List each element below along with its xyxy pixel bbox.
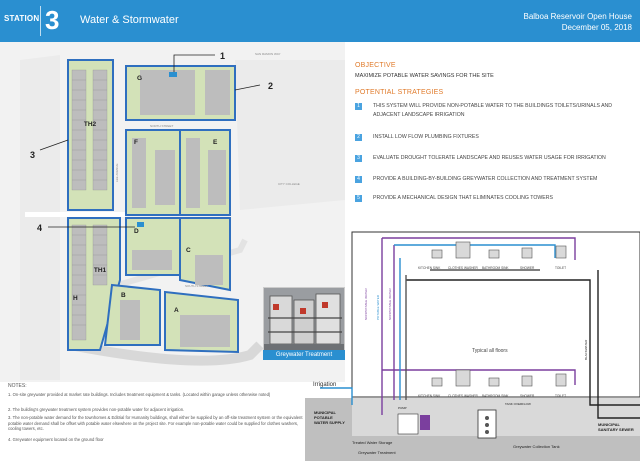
event-name: Balboa Reservoir Open House	[523, 12, 632, 21]
strategies-heading: POTENTIAL STRATEGIES	[355, 89, 444, 96]
fixture-bathroom-sink: BATHROOM SINK	[482, 266, 509, 270]
fixture-clothes-washer: CLOTHES WASHER	[448, 394, 478, 398]
svg-text:TH2: TH2	[84, 121, 97, 128]
nonpotable-pipe-label: NONPOTABLE WATER	[364, 288, 368, 320]
strategy-text: PROVIDE A MECHANICAL DESIGN THAT ELIMINA…	[373, 195, 553, 201]
greywater-treatment-photo	[263, 287, 345, 351]
photo-caption: Greywater Treatment	[263, 350, 345, 360]
note-item: 2. The building's greywater treatment sy…	[8, 407, 185, 412]
treated-storage-tank	[397, 413, 419, 435]
strategy-item: 3 EVALUATE DROUGHT TOLERATE LANDSCAPE AN…	[355, 155, 630, 163]
page-header: STATION 3 Water & Stormwater Balboa Rese…	[0, 0, 640, 42]
strategy-number: 1	[355, 103, 362, 110]
strategy-text: INSTALL LOW FLOW PLUMBING FIXTURES	[373, 134, 479, 140]
svg-text:F: F	[134, 139, 138, 146]
svg-text:H: H	[73, 295, 78, 302]
svg-text:G: G	[137, 75, 142, 82]
greywater-treatment-label: Greywater Treatment	[358, 450, 396, 455]
station-label: STATION	[4, 14, 40, 23]
station-number: 3	[45, 5, 60, 35]
municipal-potable-label: MUNICIPAL POTABLE WATER SUPPLY	[314, 410, 345, 425]
fixture-shower: SHOWER	[520, 266, 535, 270]
strategy-item: 2 INSTALL LOW FLOW PLUMBING FIXTURES	[355, 134, 630, 142]
svg-text:A: A	[174, 307, 179, 314]
typical-floors-label: Typical all floors	[472, 348, 508, 354]
strategy-number: 3	[355, 155, 362, 162]
fixture-toilet: TOILET	[555, 394, 567, 398]
nonpotable-pipe-label: NONPOTABLE WATER	[388, 288, 392, 320]
note-item: 1. On-site greywater provided at market …	[8, 392, 271, 397]
note-item: 3. The non-potable water demand for the …	[8, 415, 303, 431]
treated-storage-label: Treated Water Storage	[352, 440, 393, 445]
notes-title: NOTES:	[8, 383, 27, 389]
fixture-bathroom-sink: BATHROOM SINK	[482, 394, 509, 398]
fixture-toilet: TOILET	[555, 266, 567, 270]
plumbing-schematic	[305, 231, 640, 461]
strategy-number: 5	[355, 195, 362, 202]
pump-label: PUMP	[398, 406, 407, 410]
svg-text:1: 1	[220, 51, 225, 61]
irrigation-label: Irrigation	[313, 382, 337, 388]
svg-text:TH1: TH1	[94, 267, 107, 274]
svg-text:CITY COLLEGE: CITY COLLEGE	[278, 182, 300, 186]
strategy-number: 4	[355, 176, 362, 183]
strategy-text: EVALUATE DROUGHT TOLERATE LANDSCAPE AND …	[373, 155, 606, 161]
svg-text:4: 4	[37, 223, 42, 233]
svg-text:E: E	[213, 139, 218, 146]
svg-text:D: D	[134, 228, 139, 235]
pump	[420, 415, 430, 430]
fixture-shower: SHOWER	[520, 394, 535, 398]
svg-text:LEE AVENUE: LEE AVENUE	[115, 164, 119, 182]
event-date: December 05, 2018	[561, 23, 632, 32]
collection-tank-label: Greywater Collection Tank	[513, 444, 560, 449]
svg-text:SAN RAMON WAY: SAN RAMON WAY	[255, 52, 281, 56]
svg-text:C: C	[186, 247, 191, 254]
svg-text:3: 3	[30, 150, 35, 160]
svg-text:NORTH STREET: NORTH STREET	[150, 124, 173, 128]
strategy-item: 4 PROVIDE A BUILDING-BY-BUILDING GREYWAT…	[355, 176, 630, 184]
svg-text:B: B	[121, 292, 126, 299]
strategy-number: 2	[355, 134, 362, 141]
strategy-text: THIS SYSTEM WILL PROVIDE NON-POTABLE WAT…	[373, 103, 613, 118]
note-item: 4. Greywater equipment located on the gr…	[8, 437, 104, 442]
svg-text:2: 2	[268, 81, 273, 91]
objective-text: MAXIMIZE POTABLE WATER SAVINGS FOR THE S…	[355, 73, 494, 79]
strategy-item: 1 THIS SYSTEM WILL PROVIDE NON-POTABLE W…	[355, 103, 630, 120]
potable-pipe-label: POTABLE WATER	[376, 295, 380, 320]
objective-heading: OBJECTIVE	[355, 62, 396, 69]
blackwater-pipe-label: BLACKWATER	[584, 339, 588, 360]
tank-overflow-label: TANK OVERFLOW	[505, 402, 531, 406]
site-plan: TH2 G F E D C TH1 H B A NORTH STREET SOU…	[0, 42, 345, 382]
strategy-item: 5 PROVIDE A MECHANICAL DESIGN THAT ELIMI…	[355, 195, 630, 203]
fixture-clothes-washer: CLOTHES WASHER	[448, 266, 478, 270]
strategy-text: PROVIDE A BUILDING-BY-BUILDING GREYWATER…	[373, 176, 598, 182]
page-title: Water & Stormwater	[80, 14, 179, 26]
municipal-sewer-label: MUNICIPAL SANITARY SEWER	[598, 422, 634, 432]
svg-text:SOUTH STREET: SOUTH STREET	[185, 284, 208, 288]
fixture-kitchen-sink: KITCHEN SINK	[418, 266, 441, 270]
header-divider	[40, 6, 41, 36]
fixture-kitchen-sink: KITCHEN SINK	[418, 394, 441, 398]
